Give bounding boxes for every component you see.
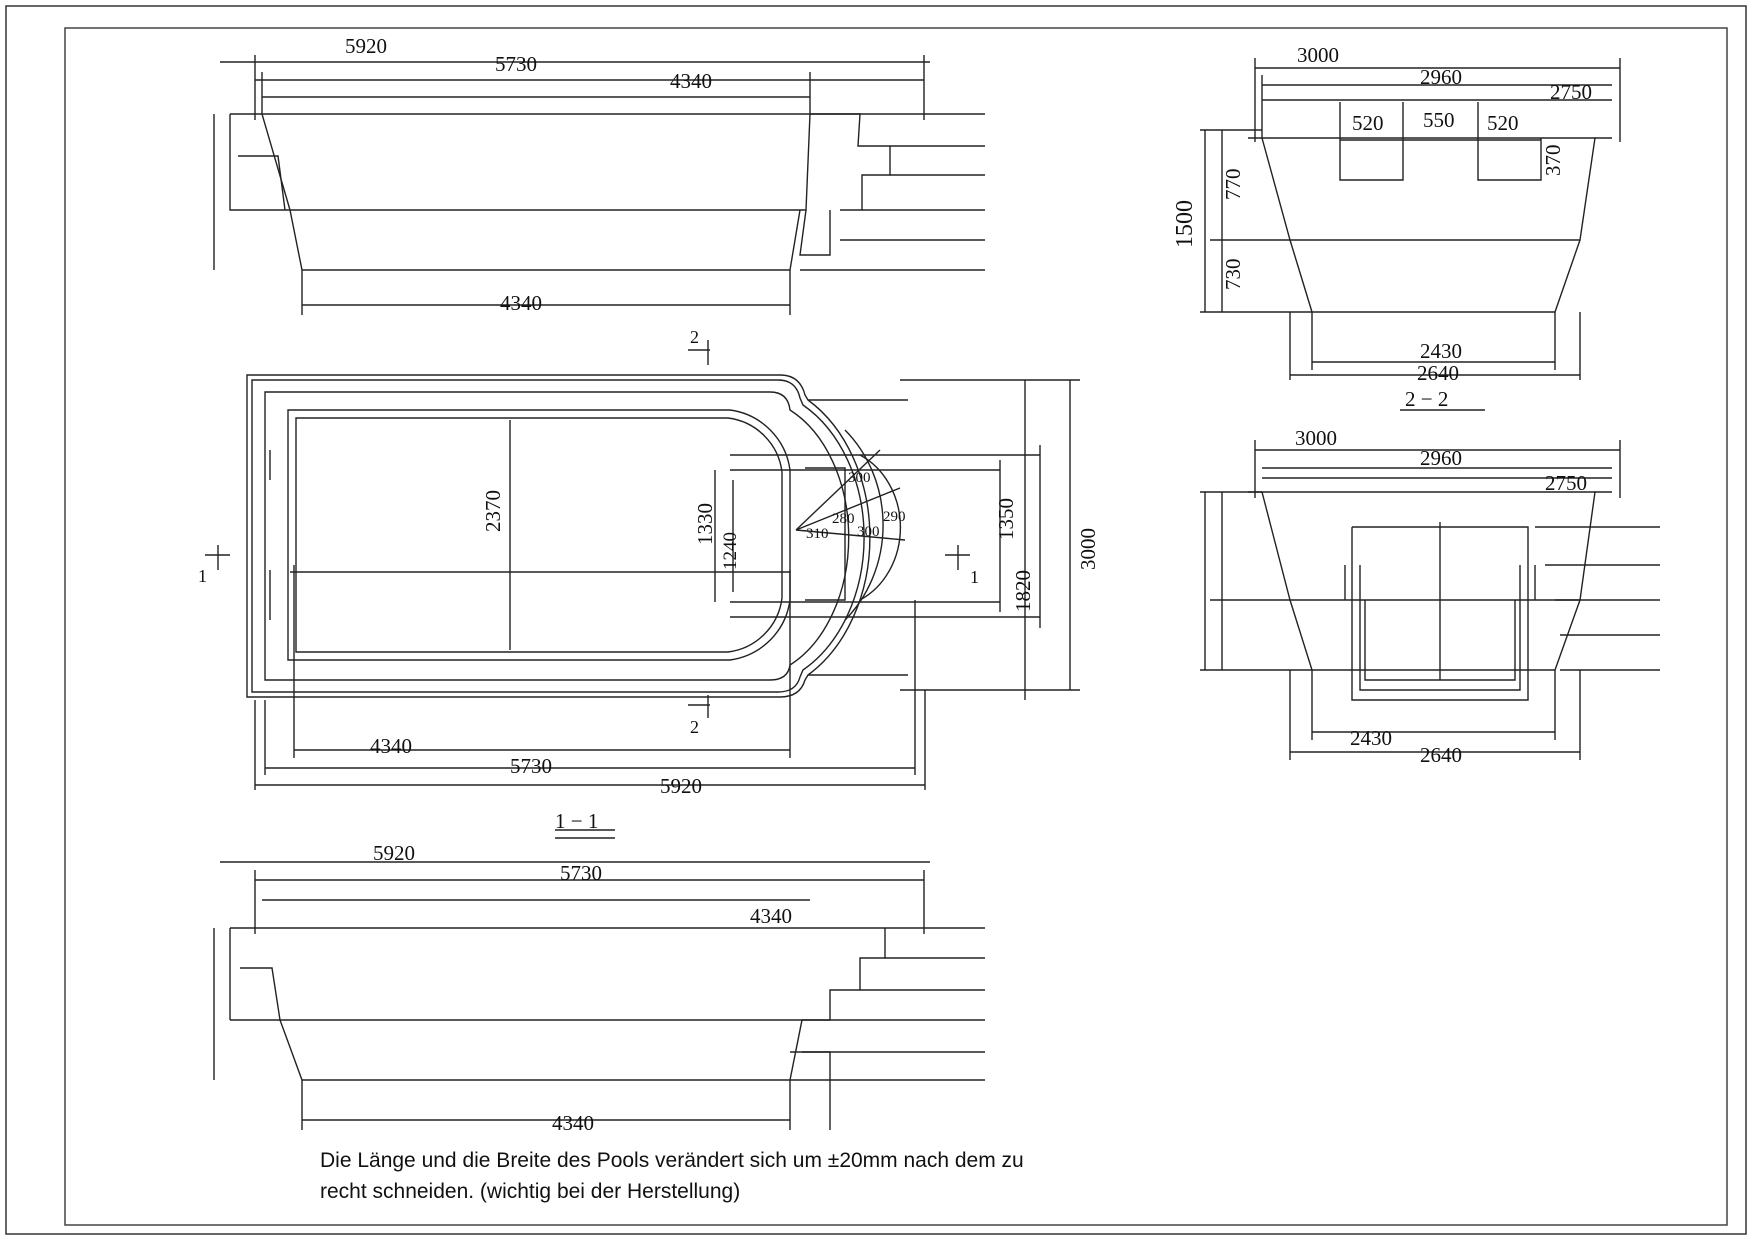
dim-label: 2640 (1417, 361, 1459, 385)
section-1-1-view (213, 829, 985, 1130)
dim-label: 520 (1487, 111, 1519, 135)
dim-label: 550 (1423, 108, 1455, 132)
dim-label: 1330 (693, 503, 717, 545)
section-mark: 1 (970, 567, 979, 587)
dim-label: 5730 (510, 754, 552, 778)
dim-label: 4340 (670, 69, 712, 93)
dim-label: 2750 (1550, 80, 1592, 104)
dim-label: 3000 (1076, 528, 1100, 570)
section-2-2-lower-labels: 3000 2960 2750 2430 2640 (1295, 426, 1587, 767)
dim-label: 3000 (1297, 43, 1339, 67)
section-mark: 1 (198, 566, 207, 586)
section-2-2-upper-labels: 3000 2960 2750 520 550 520 370 1500 770 … (1172, 43, 1592, 411)
stair-dim: 300 (848, 470, 871, 486)
dim-label: 5920 (345, 34, 387, 58)
dim-label: 1500 (1172, 200, 1198, 248)
dim-label: 5920 (373, 841, 415, 865)
dim-label: 770 (1221, 169, 1245, 201)
section-2-2-upper-view (1200, 58, 1621, 411)
top-elevation-view (213, 55, 985, 315)
section-mark: 2 (690, 717, 699, 737)
dim-label: 4340 (500, 291, 542, 315)
dim-label: 5920 (660, 774, 702, 798)
section-2-2-lower-view (1200, 440, 1660, 760)
stair-dim: 290 (883, 509, 906, 525)
inner-frame (64, 27, 1728, 1226)
plan-view (205, 340, 1080, 790)
dim-label: 2960 (1420, 446, 1462, 470)
manufacturing-note: Die Länge und die Breite des Pools verän… (320, 1145, 1140, 1207)
dim-label: 2430 (1350, 726, 1392, 750)
dim-label: 2640 (1420, 743, 1462, 767)
stair-dim: 300 (857, 524, 880, 540)
note-line: recht schneiden. (wichtig bei der Herste… (320, 1180, 741, 1203)
dim-label: 3000 (1295, 426, 1337, 450)
outer-border (5, 5, 1747, 1235)
plan-labels: 4340 5730 5920 2370 3000 1350 1820 1330 … (198, 327, 1100, 798)
dim-label: 5730 (495, 52, 537, 76)
dim-label: 1820 (1011, 570, 1035, 612)
dim-label: 5730 (560, 861, 602, 885)
section-mark: 2 (690, 327, 699, 347)
dim-label: 2430 (1420, 339, 1462, 363)
stair-dim: 280 (832, 511, 855, 527)
dim-label: 2960 (1420, 65, 1462, 89)
section-1-1-labels: 1 − 1 5920 5730 4340 4340 (373, 809, 792, 1135)
dim-label: 2370 (481, 490, 505, 532)
note-line: Die Länge und die Breite des Pools verän… (320, 1149, 1024, 1172)
dim-label: 4340 (750, 904, 792, 928)
top-elevation-labels: 5920 5730 4340 4340 (345, 34, 712, 315)
section-title: 1 − 1 (555, 809, 598, 833)
dim-label: 1350 (994, 498, 1018, 540)
section-title: 2 − 2 (1405, 387, 1448, 411)
dim-label: 2750 (1545, 471, 1587, 495)
dim-label: 1240 (720, 532, 741, 570)
dim-label: 730 (1221, 259, 1245, 291)
dim-label: 4340 (552, 1111, 594, 1135)
stair-dim: 310 (806, 526, 829, 542)
dim-label: 4340 (370, 734, 412, 758)
dim-label: 370 (1541, 145, 1565, 177)
dim-label: 520 (1352, 111, 1384, 135)
